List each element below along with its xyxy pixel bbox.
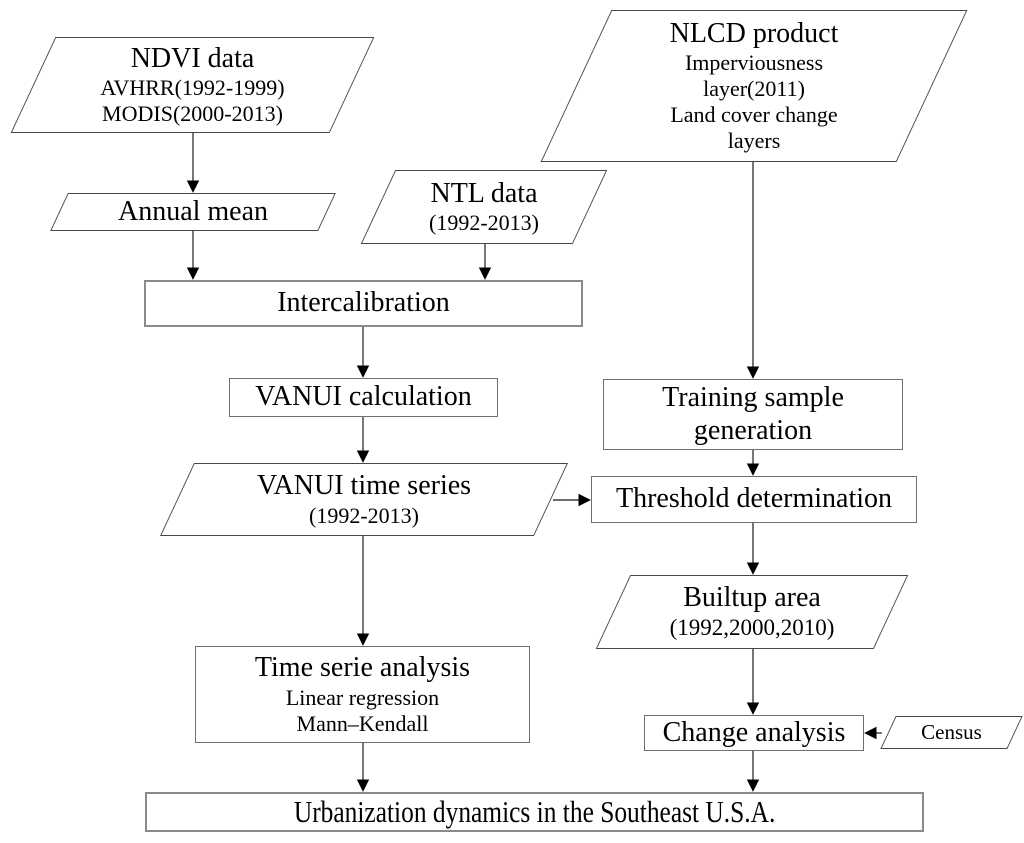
nlcd-product-line1: Imperviousness: [684, 50, 824, 76]
node-training-sample-generation: Training sample generation: [603, 379, 903, 450]
node-nlcd-product: NLCD product Imperviousness layer(2011) …: [540, 10, 968, 162]
urbanization-dynamics-title: Urbanization dynamics in the Southeast U…: [293, 794, 776, 829]
training-sample-generation-title: Training sample generation: [662, 382, 844, 446]
vanui-calculation-title: VANUI calculation: [255, 381, 472, 413]
intercalibration-title: Intercalibration: [277, 287, 450, 319]
node-builtup-area: Builtup area (1992,2000,2010): [595, 575, 909, 649]
node-vanui-time-series: VANUI time series (1992-2013): [159, 463, 569, 536]
change-analysis-title: Change analysis: [662, 716, 846, 748]
nlcd-product-title: NLCD product: [669, 18, 839, 49]
census-title: Census: [921, 720, 982, 745]
node-time-serie-analysis: Time serie analysis Linear regression Ma…: [195, 646, 530, 743]
time-serie-analysis-line2: Mann–Kendall: [296, 710, 429, 736]
ndvi-data-line2: MODIS(2000-2013): [102, 101, 283, 127]
nlcd-product-line4: layers: [727, 128, 781, 154]
node-threshold-determination: Threshold determination: [591, 476, 917, 523]
nlcd-product-line3: Land cover change: [670, 102, 838, 128]
node-census: Census: [880, 716, 1023, 749]
nlcd-product-line2: layer(2011): [703, 76, 805, 102]
threshold-determination-title: Threshold determination: [615, 483, 893, 515]
builtup-area-title: Builtup area: [683, 582, 821, 614]
ndvi-data-title: NDVI data: [130, 42, 255, 74]
node-change-analysis: Change analysis: [644, 715, 864, 751]
node-vanui-calculation: VANUI calculation: [229, 378, 498, 417]
time-serie-analysis-title: Time serie analysis: [254, 652, 471, 684]
annual-mean-title: Annual mean: [117, 195, 269, 227]
ndvi-data-line1: AVHRR(1992-1999): [100, 75, 285, 101]
time-serie-analysis-line1: Linear regression: [285, 684, 440, 710]
node-intercalibration: Intercalibration: [144, 280, 583, 327]
node-annual-mean: Annual mean: [50, 193, 336, 231]
ntl-data-line1: (1992-2013): [429, 210, 539, 236]
node-ntl-data: NTL data (1992-2013): [360, 170, 608, 244]
vanui-time-series-line1: (1992-2013): [309, 502, 419, 528]
builtup-area-line1: (1992,2000,2010): [669, 615, 835, 641]
node-ndvi-data: NDVI data AVHRR(1992-1999) MODIS(2000-20…: [10, 37, 375, 133]
vanui-time-series-title: VANUI time series: [256, 470, 472, 502]
node-urbanization-dynamics: Urbanization dynamics in the Southeast U…: [145, 792, 924, 832]
ntl-data-title: NTL data: [430, 177, 538, 209]
